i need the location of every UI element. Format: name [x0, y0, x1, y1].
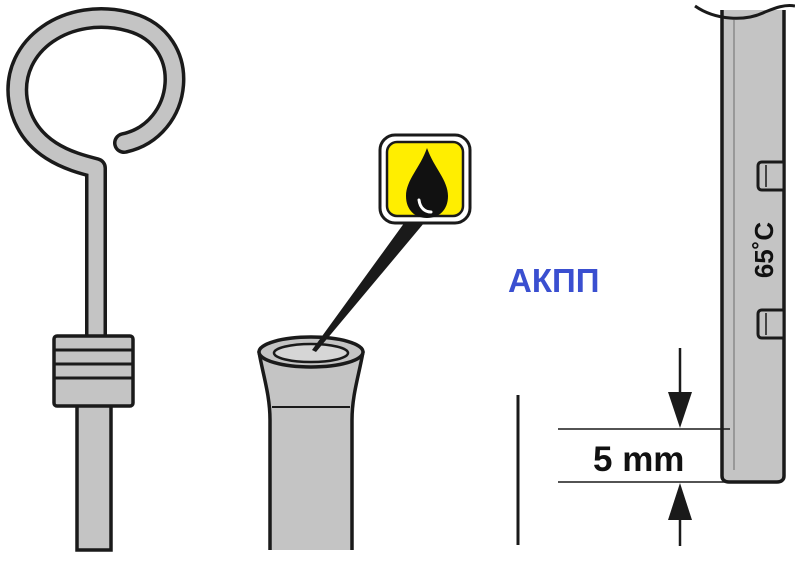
oil-badge — [378, 133, 472, 225]
transmission-label: АКПП — [508, 262, 599, 299]
temperature-label: 65˚C — [749, 222, 779, 279]
depth-label: 5 mm — [593, 440, 684, 479]
badge-pointer — [312, 215, 424, 352]
blade-break-line — [694, 4, 795, 20]
dipstick-rod — [75, 398, 113, 552]
depth-dimension: 5 mm — [558, 348, 730, 546]
filler-tube — [257, 335, 365, 550]
dimension-arrow-up — [668, 483, 692, 520]
level-notch-lower — [756, 308, 786, 340]
dipstick — [6, 7, 186, 552]
dipstick-plug — [52, 334, 135, 408]
level-notch-upper — [756, 160, 786, 192]
dipstick-blade: 65˚C — [516, 4, 795, 545]
oil-drop-icon — [406, 148, 448, 218]
dimension-arrow-down — [668, 392, 692, 428]
